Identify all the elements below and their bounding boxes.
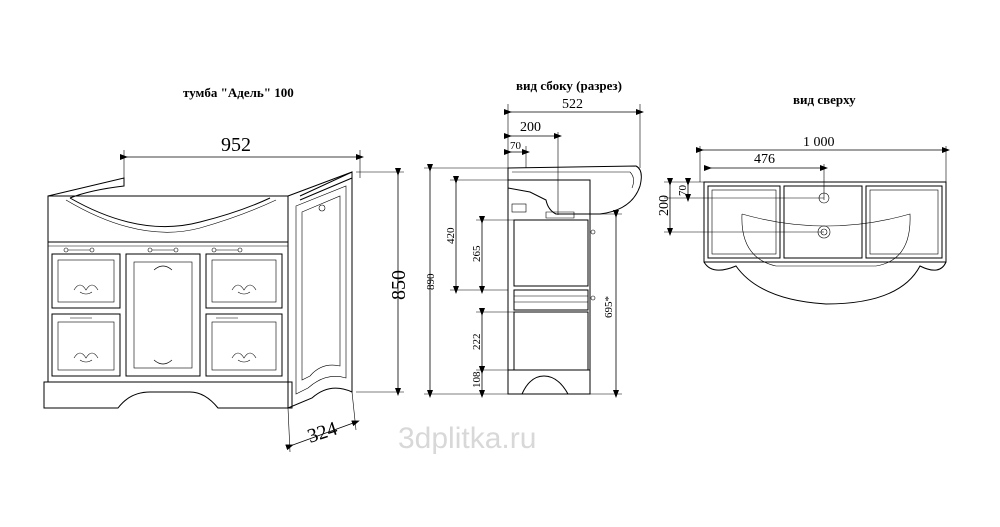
top-edge-label: 70: [677, 185, 689, 197]
side-view-title: вид сбоку (разрез): [516, 78, 622, 93]
basin-back-left: [47, 177, 125, 199]
compartment-center: [783, 185, 863, 259]
countertop-front: [47, 195, 289, 243]
handles: [63, 247, 243, 319]
top-outline: [703, 181, 947, 263]
top-view-title: вид сверху: [793, 92, 856, 107]
drawer-right-bottom: [205, 313, 283, 377]
counter-height-label: 695*: [603, 296, 615, 318]
total-height-label: 890: [425, 273, 437, 290]
height-dimension-label: 850: [388, 270, 410, 300]
top-depth-label: 200: [657, 195, 672, 216]
drawer-right-top: [205, 253, 283, 309]
basin-curve: [69, 197, 271, 227]
compartment-left: [707, 185, 781, 259]
side-plinth: [507, 369, 591, 395]
front-view: 952: [43, 134, 410, 453]
center-offset-label: 476: [754, 152, 775, 167]
basin-offset-label: 200: [520, 120, 541, 135]
side-view: 522 200 70 890 420 2: [424, 97, 644, 398]
cabinet-body: [47, 241, 289, 383]
drawer-left-top: [51, 253, 121, 309]
side-lower-compartment: [513, 311, 589, 371]
side-drawer: [513, 289, 589, 311]
depth-dimension-label: 324: [305, 418, 340, 448]
top-front-curve: [703, 261, 947, 305]
plinth: [43, 381, 293, 409]
side-panel: [287, 171, 353, 409]
drawer-left-bottom: [51, 313, 121, 377]
depth-dimension-line: [285, 420, 360, 451]
basin-back-right: [299, 171, 353, 201]
edge-offset-label: 70: [510, 140, 522, 152]
side-upper-compartment: [513, 219, 589, 287]
side-depth-label: 522: [562, 97, 583, 112]
center-door: [125, 253, 201, 377]
basin-profile: [507, 165, 642, 215]
plinth-height-label: 108: [471, 371, 483, 388]
compartment-right: [865, 185, 943, 259]
top-width-label: 1 000: [803, 135, 835, 150]
top-view: 1 000 476 200 70: [657, 135, 950, 305]
watermark: 3dplitka.ru: [398, 422, 536, 455]
upper-section-label: 420: [445, 227, 457, 244]
lower-zone-label: 222: [471, 334, 483, 351]
drawer-zone-label: 265: [471, 245, 483, 262]
front-view-title: тумба "Адель" 100: [183, 85, 294, 100]
width-dimension-label: 952: [221, 134, 251, 156]
